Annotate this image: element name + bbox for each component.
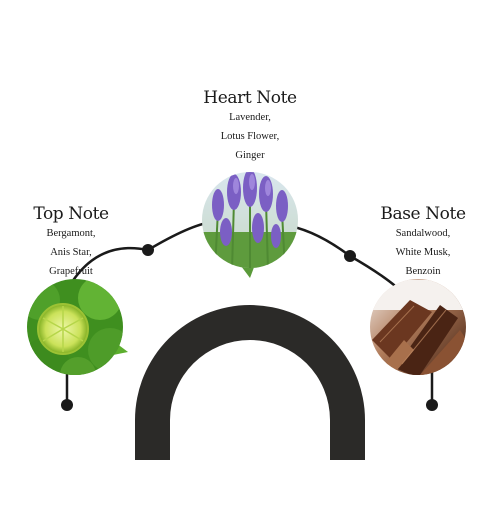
top-note: Top Note Bergamont, Anis Star, Grapefrui… [8,204,134,281]
base-note: Base Note Sandalwood, White Musk, Benzoi… [360,204,486,281]
bergamot-icon [27,279,128,375]
lavender-icon [202,172,298,278]
top-note-item: Anis Star, [50,247,92,258]
base-stem-dot [426,399,438,411]
base-note-item: Sandalwood, [395,228,451,239]
top-note-item: Bergamont, [46,228,96,239]
base-note-item: White Musk, [395,247,451,258]
top-connector-dot [142,244,154,256]
top-stem-dot [61,399,73,411]
base-connector-dot [344,250,356,262]
heart-note-item: Ginger [235,150,265,161]
heart-note: Heart Note Lavender, Lotus Flower, Ginge… [186,88,314,165]
heart-note-title: Heart Note [203,88,297,108]
heart-note-item: Lotus Flower, [220,131,280,142]
base-note-item: Benzoin [405,266,441,277]
top-note-title: Top Note [33,204,109,224]
sandalwood-icon [370,279,466,375]
base-note-title: Base Note [380,204,466,224]
heart-note-item: Lavender, [229,112,271,123]
top-note-item: Grapefruit [49,266,93,277]
arch-shape [135,305,365,460]
